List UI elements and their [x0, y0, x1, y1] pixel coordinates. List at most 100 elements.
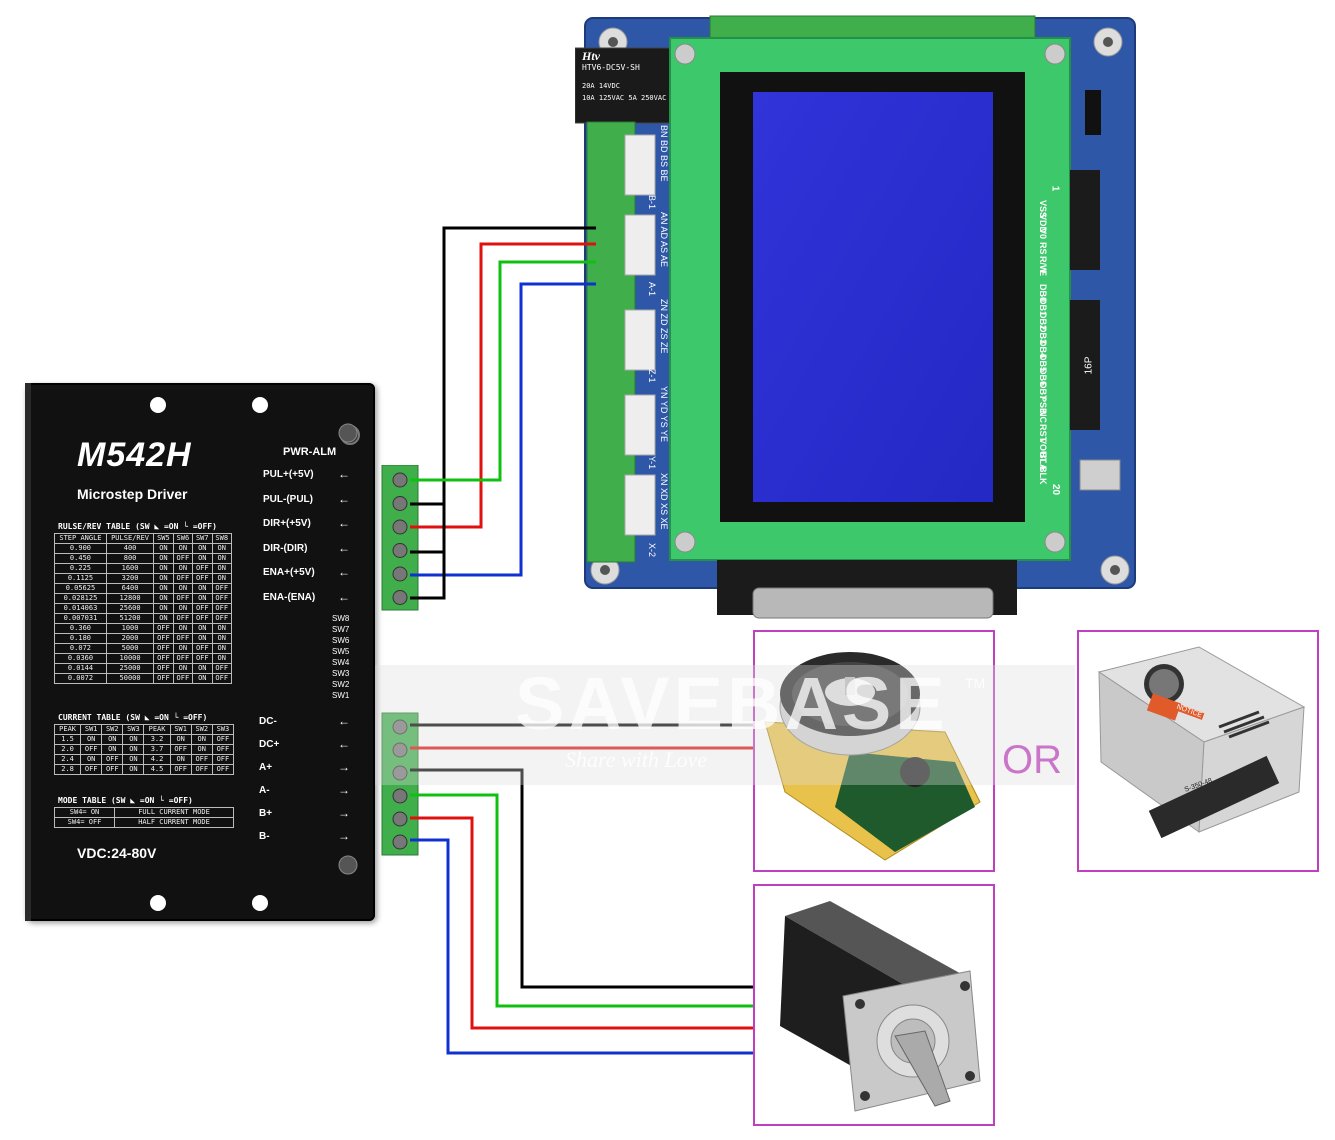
- wire-black-a: [410, 768, 755, 989]
- controller-board: [575, 15, 1136, 619]
- switch-label: SW7: [332, 625, 350, 634]
- mode-cell: HALF CURRENT MODE: [114, 817, 234, 828]
- arrow-left-icon: ←: [338, 491, 350, 506]
- arrow-left-icon: ←: [338, 565, 350, 579]
- stepper-driver: M542H Microstep Driver PWR-ALM RULSE/REV…: [25, 383, 375, 921]
- terminal-screw: [392, 519, 408, 535]
- arrow-left-icon: ←: [338, 589, 350, 604]
- signal-pin-label: DIR-(DIR): [263, 542, 308, 554]
- driver-subtitle: Microstep Driver: [77, 486, 188, 502]
- signal-terminal-block: [381, 465, 419, 611]
- terminal-screw: [392, 543, 408, 558]
- signal-pin-label: ENA-(ENA): [263, 591, 316, 603]
- vdc-rating: VDC:24-80V: [77, 845, 157, 861]
- motor-frame: [753, 884, 995, 1126]
- terminal-screw: [392, 834, 408, 850]
- signal-pin-label: ENA+(+5V): [263, 567, 315, 578]
- current-cell: OFF: [169, 764, 192, 775]
- wire-blue-ena: [410, 282, 596, 577]
- switch-label: SW6: [332, 636, 350, 645]
- slide-switch: [1085, 90, 1101, 135]
- arrow-left-icon: ←: [338, 714, 350, 728]
- signal-pin-label: PUL+(+5V): [263, 469, 314, 480]
- current-cell: OFF: [211, 764, 235, 775]
- pwr-alm-label: PWR-ALM: [283, 446, 337, 458]
- driver-terminals: [381, 465, 419, 856]
- toroidal-transformer: [764, 652, 981, 861]
- relay-model: HTV6-DC5V-SH: [582, 63, 640, 72]
- wire-black-ena2: [410, 552, 446, 600]
- wire-black-pul: [410, 226, 596, 482]
- terminal-screw: [392, 788, 408, 804]
- wire-red-dir: [410, 242, 596, 529]
- power-pin-label: A+: [259, 762, 273, 773]
- arrow-left-icon: ←: [338, 737, 350, 751]
- power-pin-label: DC-: [259, 716, 277, 727]
- relay-brand: Htv: [582, 49, 600, 63]
- relay-rating-2: 10A 125VAC 5A 250VAC: [582, 94, 667, 102]
- arrow-left-icon: ←: [338, 467, 350, 481]
- switch-label: SW5: [332, 647, 350, 656]
- transformer-frame: [753, 630, 995, 872]
- switch-label: SW3: [332, 669, 350, 678]
- relay: [575, 47, 671, 124]
- or-label: OR: [1002, 738, 1062, 782]
- stepper-motor: [780, 901, 981, 1112]
- power-terminal-block: [381, 712, 419, 856]
- wire-blue-b: [410, 838, 755, 1055]
- mode-cell: SW4= OFF: [53, 817, 116, 828]
- switch-label: SW4: [332, 658, 350, 667]
- pulse-rev-table: RULSE/REV TABLE (SW ◣ =ON └ =OFF) STEP A…: [54, 520, 233, 684]
- current-cell: 2.8: [53, 764, 82, 775]
- terminal-screw: [392, 811, 408, 827]
- pulse-table-caption: RULSE/REV TABLE (SW ◣ =ON └ =OFF): [58, 522, 217, 531]
- terminal-screw: [392, 590, 408, 605]
- wire-red-b: [410, 816, 755, 1030]
- wire-green-ena: [410, 260, 596, 482]
- power-pin-label: B-: [259, 831, 270, 842]
- power-pin-label: A-: [259, 785, 270, 796]
- power-pin-label: DC+: [259, 739, 280, 750]
- arrow-right-icon: →: [338, 783, 350, 797]
- power-pin-label: B+: [259, 808, 273, 819]
- switching-psu: [1097, 646, 1306, 839]
- arrow-right-icon: →: [338, 829, 350, 843]
- driver-model: M542H: [77, 436, 192, 474]
- ribbon-header: [1070, 300, 1100, 430]
- terminal-screw: [392, 566, 408, 582]
- pulse-cell: OFF: [211, 673, 233, 684]
- terminal-screw: [392, 472, 408, 488]
- current-cell: 4.5: [143, 764, 171, 775]
- switch-label: SW1: [332, 691, 350, 700]
- signal-pin-label: DIR+(+5V): [263, 518, 311, 529]
- signal-pin-label: PUL-(PUL): [263, 493, 313, 505]
- switch-label: SW2: [332, 680, 350, 689]
- wire-green-a: [410, 793, 755, 1008]
- relay-label: Htv HTV6-DC5V-SH 20A 14VDC 10A 125VAC 5A…: [582, 50, 666, 104]
- terminal-screw: [392, 719, 408, 735]
- terminal-screw: [392, 742, 408, 758]
- terminal-screw: [392, 765, 408, 781]
- idc-header: [1070, 170, 1100, 270]
- switch-label: SW8: [332, 614, 350, 623]
- relay-rating-1: 20A 14VDC: [582, 82, 620, 90]
- jst-connectors: [624, 134, 656, 536]
- current-table-caption: CURRENT TABLE (SW ◣ =ON └ =OFF): [58, 713, 208, 722]
- mini-usb: [1079, 459, 1121, 491]
- arrow-left-icon: ←: [338, 516, 350, 530]
- arrow-right-icon: →: [338, 760, 350, 774]
- mode-table-caption: MODE TABLE (SW ◣ =ON └ =OFF): [58, 796, 193, 805]
- psu-frame: NOTICE S-350-48: [1077, 630, 1319, 872]
- terminal-screw: [392, 496, 408, 511]
